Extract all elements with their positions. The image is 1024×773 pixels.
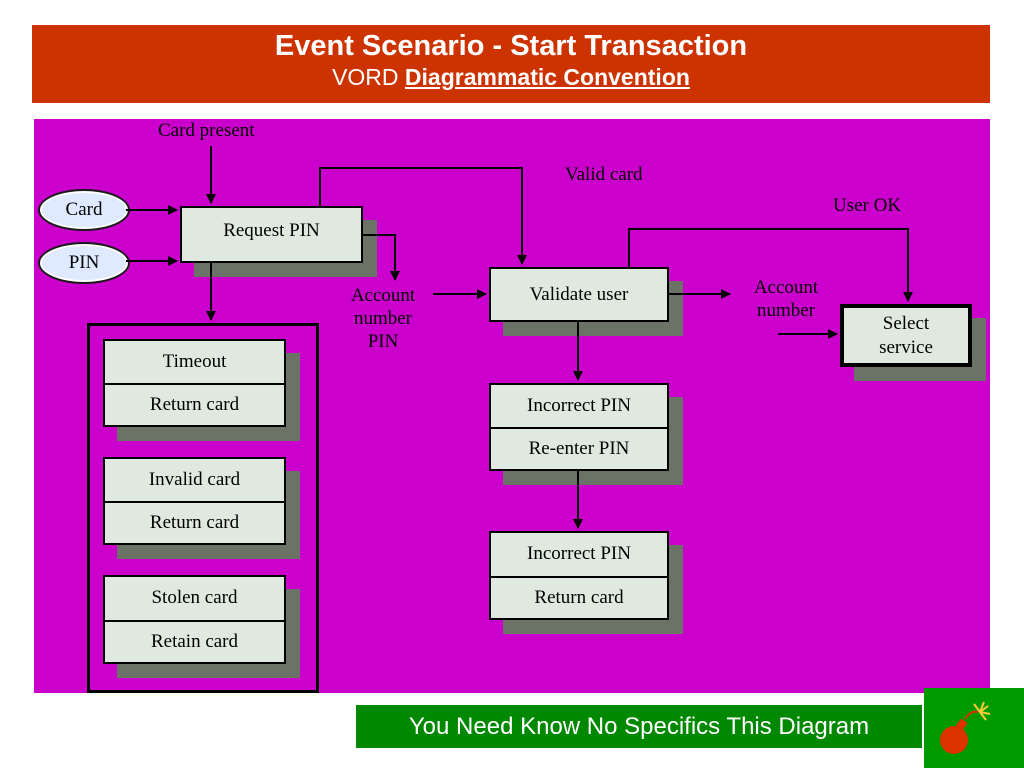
- label-card-present: Card present: [158, 120, 255, 141]
- box-invalid-bottom: Return card: [105, 501, 284, 543]
- exception-group: [87, 323, 319, 693]
- box-incorrect-pin-1: Incorrect PIN Re-enter PIN: [489, 383, 669, 471]
- box-incorrect-pin-2: Incorrect PIN Return card: [489, 531, 669, 620]
- page-subtitle: VORD Diagrammatic Convention: [32, 63, 990, 91]
- title-banner: Event Scenario - Start Transaction VORD …: [32, 25, 990, 103]
- label-account-2: Account: [753, 277, 819, 298]
- label-number-1: number: [353, 308, 413, 329]
- subtitle-link: Diagrammatic Convention: [404, 64, 690, 90]
- box-incorrect1-top: Incorrect PIN: [527, 395, 631, 416]
- box-timeout: Timeout Return card: [103, 339, 286, 427]
- box-timeout-bottom: Return card: [105, 383, 284, 425]
- box-stolen-card: Stolen card Retain card: [103, 575, 286, 664]
- label-user-ok: User OK: [833, 195, 902, 216]
- box-select-service-line2: service: [879, 336, 933, 358]
- box-request-pin: Request PIN: [180, 206, 363, 263]
- box-validate-user: Validate user: [489, 267, 669, 322]
- bomb-icon: [940, 701, 991, 754]
- label-account-1: Account: [350, 285, 416, 306]
- footer-note: You Need Know No Specifics This Diagram: [356, 705, 922, 748]
- oval-card: Card: [38, 189, 130, 231]
- subtitle-prefix: VORD: [332, 64, 399, 90]
- arrow-valid-card: [319, 167, 527, 265]
- arrow-request-account: [363, 234, 400, 281]
- label-number-2: number: [756, 300, 816, 321]
- oval-pin: PIN: [38, 242, 130, 284]
- box-invalid-top: Invalid card: [148, 469, 241, 490]
- box-select-service: Select service: [840, 304, 972, 367]
- label-pin-1: PIN: [367, 331, 399, 352]
- box-timeout-top: Timeout: [162, 351, 227, 372]
- oval-pin-label: PIN: [68, 252, 100, 273]
- box-invalid-card: Invalid card Return card: [103, 457, 286, 545]
- box-select-service-line1: Select: [882, 312, 930, 334]
- box-incorrect2-top: Incorrect PIN: [527, 543, 631, 565]
- oval-card-label: Card: [65, 199, 103, 220]
- box-incorrect2-bottom: Return card: [491, 575, 667, 619]
- box-incorrect1-bottom: Re-enter PIN: [491, 427, 667, 469]
- box-stolen-bottom: Retain card: [105, 619, 284, 663]
- box-stolen-top: Stolen card: [151, 587, 238, 609]
- label-valid-card: Valid card: [565, 164, 643, 185]
- box-validate-user-label: Validate user: [529, 283, 629, 305]
- box-request-pin-label: Request PIN: [223, 220, 320, 241]
- page-title: Event Scenario - Start Transaction: [274, 30, 748, 62]
- bomb-icon-box: [924, 688, 1024, 768]
- arrow-user-ok: [628, 228, 913, 302]
